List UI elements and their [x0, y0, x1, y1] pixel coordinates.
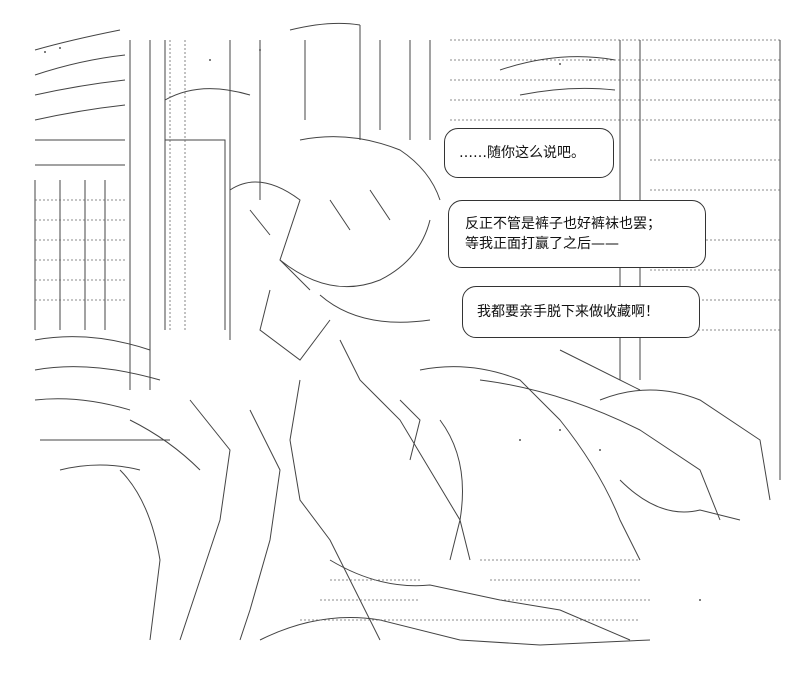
speech-text-line-2: 等我正面打赢了之后——	[465, 236, 619, 252]
speech-text: 我都要亲手脱下来做收藏啊！	[477, 304, 659, 320]
character-figure-art	[34, 136, 771, 646]
speech-bubble-3: 我都要亲手脱下来做收藏啊！	[462, 286, 700, 338]
texture-dots	[44, 47, 701, 601]
left-wall-art	[34, 29, 251, 390]
speech-bubble-1: ……随你这么说吧。	[444, 128, 614, 178]
speech-text: ……随你这么说吧。	[459, 145, 585, 161]
speech-bubble-2: 反正不管是裤子也好裤袜也罢； 等我正面打赢了之后——	[448, 200, 706, 268]
speech-text-line-1: 反正不管是裤子也好裤袜也罢；	[465, 216, 661, 232]
